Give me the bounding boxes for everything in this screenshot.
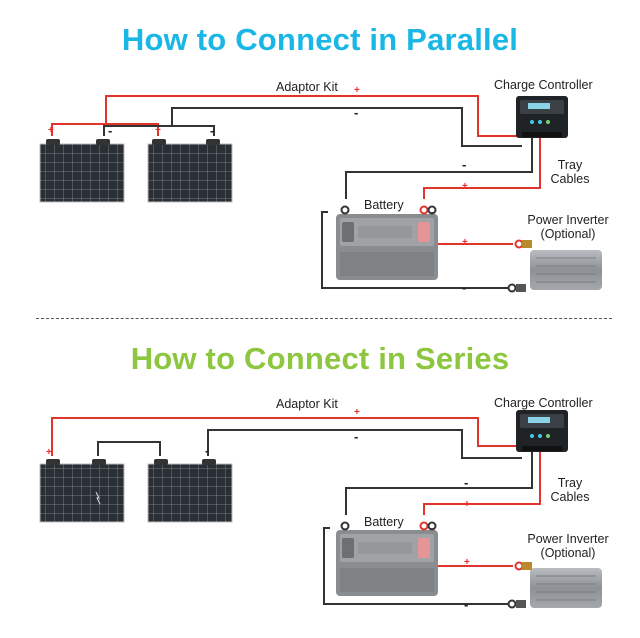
series-panel2-minus-sign: - xyxy=(205,443,210,458)
series-adaptor-kit-label: Adaptor Kit xyxy=(276,397,338,411)
series-inverter-label: Power Inverter (Optional) xyxy=(518,532,618,560)
series-negative-wire-adaptor xyxy=(207,429,522,459)
series-panel-link-wire xyxy=(97,441,161,456)
parallel-inverter-plus-sign: + xyxy=(462,237,468,248)
parallel-wires xyxy=(51,95,541,289)
series-positive-inverter-wire xyxy=(431,528,513,567)
series-inverter-minus-sign: - xyxy=(464,597,469,612)
parallel-panel2-plus-sign: + xyxy=(155,125,161,136)
series-adaptor-plus-sign: + xyxy=(354,407,360,418)
power-inverter-icon xyxy=(507,561,602,609)
solar-panel-icon xyxy=(147,139,233,203)
parallel-positive-inverter-wire xyxy=(431,212,513,245)
series-tray-label: Tray xyxy=(557,476,583,490)
series-title: How to Connect in Series xyxy=(130,341,510,376)
series-positive-tray-cable xyxy=(423,450,541,515)
parallel-tray-minus-sign: - xyxy=(462,157,467,172)
charge-controller-icon xyxy=(516,96,568,138)
parallel-adaptor-plus-sign: + xyxy=(354,85,360,96)
series-positive-wire-adaptor xyxy=(51,417,522,456)
series-inverter-plus-sign: + xyxy=(464,557,470,568)
series-adaptor-minus-sign: - xyxy=(354,429,359,444)
parallel-negative-wire-panels xyxy=(103,125,215,136)
series-inverter-label-line1: Power Inverter xyxy=(527,532,609,546)
solar-panel-icon xyxy=(39,459,125,523)
parallel-positive-tray-cable xyxy=(423,136,541,199)
series-tray-cables-label: Tray Cables xyxy=(546,476,594,504)
parallel-positive-wire-adaptor xyxy=(105,95,522,137)
parallel-panel1-plus-sign: + xyxy=(48,125,54,136)
parallel-negative-tray-cable xyxy=(345,136,533,199)
series-panel1-plus-sign: + xyxy=(46,447,52,458)
parallel-inverter-label-line2: (Optional) xyxy=(540,227,596,241)
parallel-inverter-label: Power Inverter (Optional) xyxy=(518,213,618,241)
series-cables-label: Cables xyxy=(550,490,590,504)
parallel-adaptor-minus-sign: - xyxy=(354,105,359,120)
charge-controller-icon xyxy=(516,410,568,452)
parallel-panel2-minus-sign: - xyxy=(210,123,215,138)
parallel-cables-label: Cables xyxy=(550,172,590,186)
parallel-panel1-minus-sign: - xyxy=(108,123,113,138)
series-inverter-label-line2: (Optional) xyxy=(540,546,596,560)
power-inverter-icon xyxy=(507,239,602,293)
series-negative-tray-cable xyxy=(345,450,533,515)
battery-icon xyxy=(336,205,438,280)
section-divider xyxy=(36,318,612,319)
parallel-tray-label: Tray xyxy=(557,158,583,172)
battery-icon xyxy=(336,521,438,596)
series-battery-label: Battery xyxy=(364,515,404,529)
parallel-adaptor-kit-label: Adaptor Kit xyxy=(276,80,338,94)
series-diagram xyxy=(39,410,602,609)
series-wires xyxy=(51,417,541,605)
parallel-inverter-label-line1: Power Inverter xyxy=(527,213,609,227)
parallel-tray-plus-sign: + xyxy=(462,181,468,192)
parallel-title: How to Connect in Parallel xyxy=(121,22,519,57)
parallel-diagram xyxy=(39,95,602,293)
series-tray-plus-sign: + xyxy=(464,499,470,510)
parallel-negative-wire-adaptor xyxy=(171,107,522,147)
series-charge-controller-label: Charge Controller xyxy=(494,396,593,410)
parallel-inverter-minus-sign: - xyxy=(462,280,467,295)
solar-panel-icon xyxy=(147,459,233,523)
series-negative-inverter-wire xyxy=(323,527,508,605)
parallel-tray-cables-label: Tray Cables xyxy=(546,158,594,186)
solar-panel-icon xyxy=(39,139,125,203)
parallel-charge-controller-label: Charge Controller xyxy=(494,78,593,92)
series-tray-minus-sign: - xyxy=(464,475,469,490)
parallel-negative-inverter-wire xyxy=(321,211,508,289)
parallel-battery-label: Battery xyxy=(364,198,404,212)
